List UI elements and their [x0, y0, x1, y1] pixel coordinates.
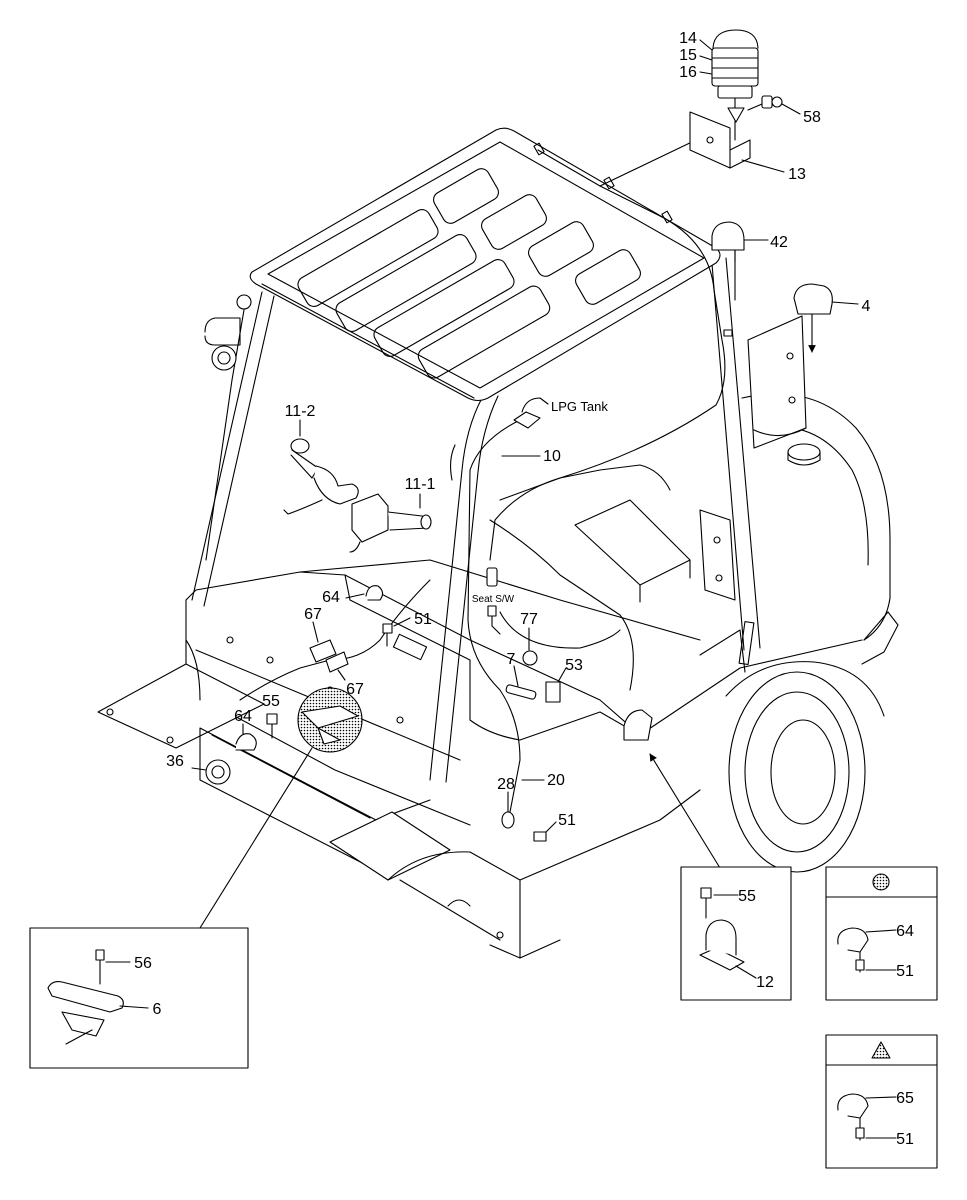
callout-51-upper: 51 [414, 611, 432, 628]
part-67-upper [309, 621, 337, 663]
bolt-55 [266, 713, 278, 739]
main-wire-harness [185, 139, 736, 813]
switch-11-1 [349, 493, 432, 553]
callout-77: 77 [520, 611, 538, 628]
callout-51-lower: 51 [558, 812, 576, 829]
clamp-64-lower [235, 723, 257, 751]
callout-15: 15 [679, 47, 697, 64]
callout-28: 28 [497, 776, 515, 793]
buzzer-12-location [623, 709, 721, 869]
switch-11-2 [283, 419, 359, 515]
callout-4: 4 [862, 298, 871, 315]
callout-42: 42 [770, 234, 788, 251]
rear-mount-plate [747, 315, 807, 449]
bolt-51-lower [533, 821, 557, 842]
buzzer-inset [680, 866, 792, 1001]
pedal-inset [29, 927, 249, 1069]
stippled-triangle-icon [871, 1041, 891, 1059]
callout-67-lower: 67 [346, 681, 364, 698]
bolt-51-upper [382, 617, 411, 647]
cab-floor-and-dash [185, 464, 701, 826]
callout-10: 10 [543, 448, 561, 465]
horn-36 [191, 759, 231, 785]
clamp-triangle-inset-callout-65: 65 [896, 1090, 914, 1107]
pedal-inset-callout-56: 56 [134, 955, 152, 972]
clamp-dot-inset [825, 866, 938, 1001]
left-work-lamp [211, 294, 252, 371]
seat-switch-note: Seat S/W [472, 594, 515, 605]
clamp-dot-inset-callout-64: 64 [896, 923, 914, 940]
side-body-panel [639, 509, 863, 736]
callout-67-upper: 67 [304, 606, 322, 623]
callout-53: 53 [565, 657, 583, 674]
lpg-tank-connector [501, 397, 549, 457]
lamp-42 [711, 221, 769, 263]
stippled-dot-icon [872, 873, 890, 891]
beacon-bracket [689, 111, 785, 173]
bolt-58 [747, 95, 801, 115]
lpg-tank-note: LPG Tank [551, 399, 608, 414]
callout-14: 14 [679, 30, 697, 47]
clamp-64-upper [345, 585, 384, 601]
callout-13: 13 [788, 166, 806, 183]
buzzer-inset-callout-55: 55 [738, 888, 756, 905]
clamp-triangle-inset [825, 1034, 938, 1169]
lower-body [387, 789, 701, 959]
clamp-dot-inset-callout-51: 51 [896, 963, 914, 980]
seat-switch [486, 567, 501, 635]
part-67-lower [325, 651, 349, 681]
callout-20: 20 [547, 772, 565, 789]
callout-58: 58 [803, 109, 821, 126]
part-53 [545, 667, 567, 703]
pedal-inset-callout-6: 6 [153, 1001, 162, 1018]
callout-11-2: 11-2 [285, 403, 316, 420]
left-grab-handle [204, 317, 241, 346]
callout-36: 36 [166, 753, 184, 770]
center-step-plate [329, 811, 451, 881]
callout-16: 16 [679, 64, 697, 81]
clamp-triangle-inset-callout-51: 51 [896, 1131, 914, 1148]
buzzer-inset-callout-12: 12 [756, 974, 774, 991]
connector-28 [501, 791, 515, 829]
callout-11-1: 11-1 [405, 476, 436, 493]
pedal-zoom-circle [199, 687, 363, 929]
beacon-light [699, 29, 759, 141]
callout-55: 55 [262, 693, 280, 710]
overhead-guard-roof [249, 127, 721, 402]
callout-64-lower: 64 [234, 708, 252, 725]
part-77 [522, 627, 538, 666]
callout-64-upper: 64 [322, 589, 340, 606]
part-7 [505, 665, 537, 700]
cab-pillars [191, 257, 761, 783]
rear-wheel [725, 661, 885, 873]
callout-7: 7 [507, 651, 516, 668]
left-step-plate [97, 663, 265, 749]
lamp-4 [793, 283, 859, 353]
